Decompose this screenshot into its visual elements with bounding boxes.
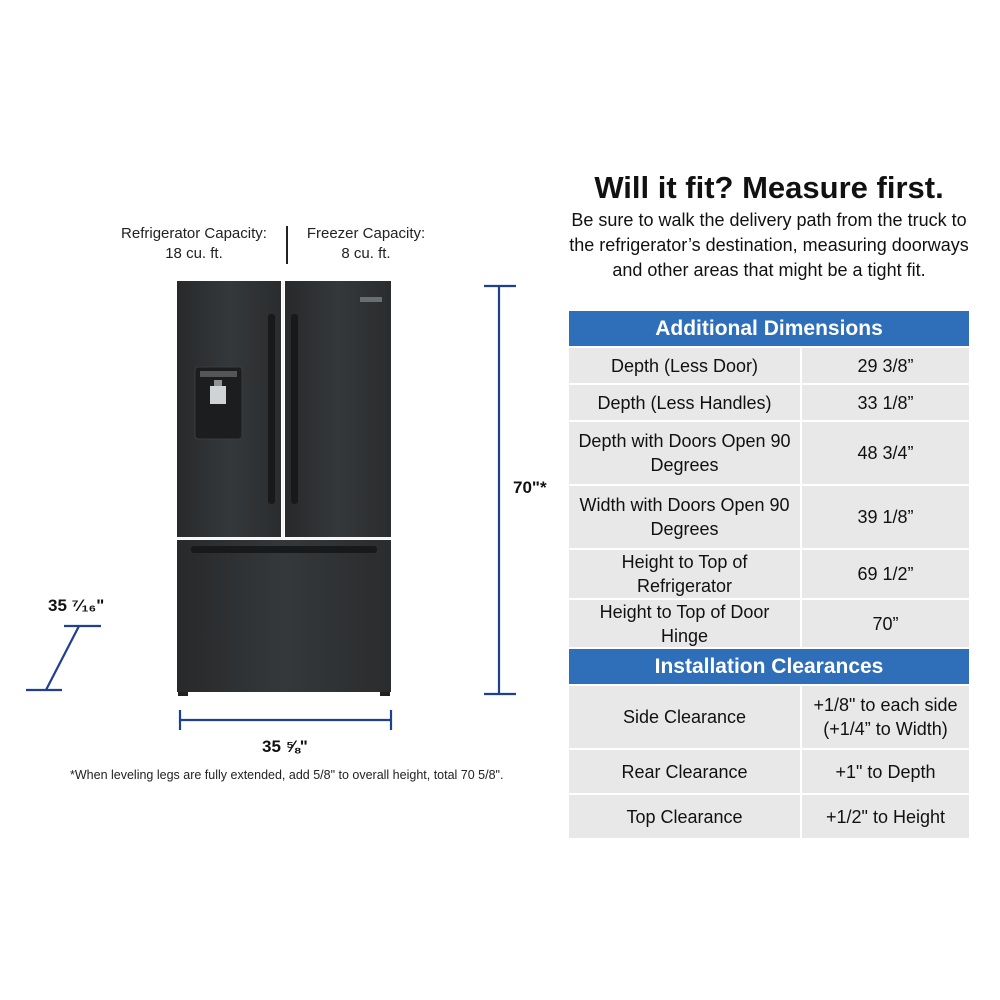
width-dimension-line xyxy=(178,710,393,730)
row-value: 33 1/8” xyxy=(857,392,914,413)
dispenser-panel xyxy=(200,371,237,377)
right-door xyxy=(285,281,391,537)
dispenser-nozzle xyxy=(214,380,222,386)
table-row: Height to Top of Door Hinge 70” xyxy=(569,598,969,647)
left-door-handle xyxy=(268,314,275,504)
row-label: Height to Top of Refrigerator xyxy=(569,550,802,598)
row-value: 48 3/4” xyxy=(857,443,914,463)
brand-plate xyxy=(360,297,382,302)
foot-left xyxy=(178,692,188,696)
row-value: 69 1/2” xyxy=(857,564,914,584)
row-value: 39 1/8” xyxy=(857,507,914,527)
row-value: 29 3/8” xyxy=(857,355,914,376)
refrigerator-capacity-value: 18 cu. ft. xyxy=(165,245,223,262)
table-row: Depth with Doors Open 90 Degrees 48 3/4” xyxy=(569,420,969,484)
depth-value: 35 ⁷⁄₁₆" xyxy=(48,596,105,615)
row-label: Depth with Doors Open 90 Degrees xyxy=(569,422,802,484)
refrigerator-capacity-label: Refrigerator Capacity: xyxy=(121,225,267,242)
height-dimension-line xyxy=(484,284,516,696)
row-label: Width with Doors Open 90 Degrees xyxy=(569,486,802,548)
row-value: 70” xyxy=(872,613,899,634)
width-value: 35 ⅝" xyxy=(262,737,308,756)
table-row: Rear Clearance +1" to Depth xyxy=(569,748,969,793)
capacity-divider xyxy=(286,226,288,264)
table-row: Depth (Less Door) 29 3/8” xyxy=(569,346,969,383)
depth-dimension-line xyxy=(26,624,101,692)
intro-text: Be sure to walk the delivery path from t… xyxy=(569,210,969,280)
row-label: Depth (Less Handles) xyxy=(569,385,802,420)
row-label: Top Clearance xyxy=(569,795,802,838)
row-label: Depth (Less Door) xyxy=(569,348,802,383)
freezer-drawer xyxy=(177,540,391,692)
additional-dimensions-header: Additional Dimensions xyxy=(569,311,969,346)
row-label: Rear Clearance xyxy=(569,750,802,793)
height-value: 70"* xyxy=(513,478,547,497)
row-value: +1/8" to each side (+1/4” to Width) xyxy=(813,695,958,739)
headline: Will it fit? Measure first. xyxy=(594,170,944,205)
installation-clearances-header: Installation Clearances xyxy=(569,649,969,684)
dispenser-light xyxy=(210,386,226,404)
refrigerator-capacity: Refrigerator Capacity: 18 cu. ft. xyxy=(108,224,280,264)
footnote: *When leveling legs are fully extended, … xyxy=(70,768,504,782)
right-door-handle xyxy=(291,314,298,504)
row-label: Height to Top of Door Hinge xyxy=(569,600,802,647)
table-row: Side Clearance +1/8" to each side (+1/4”… xyxy=(569,684,969,748)
row-value: +1" to Depth xyxy=(835,761,936,782)
freezer-capacity-value: 8 cu. ft. xyxy=(341,245,391,262)
table-row: Height to Top of Refrigerator 69 1/2” xyxy=(569,548,969,598)
table-row: Top Clearance +1/2" to Height xyxy=(569,793,969,838)
additional-dimensions-table: Additional Dimensions Depth (Less Door) … xyxy=(569,311,969,647)
freezer-capacity: Freezer Capacity: 8 cu. ft. xyxy=(296,224,436,264)
table-row: Width with Doors Open 90 Degrees 39 1/8” xyxy=(569,484,969,548)
foot-right xyxy=(380,692,390,696)
row-value: +1/2" to Height xyxy=(826,806,945,827)
installation-clearances-table: Installation Clearances Side Clearance +… xyxy=(569,649,969,838)
row-label: Side Clearance xyxy=(569,686,802,748)
freezer-capacity-label: Freezer Capacity: xyxy=(306,225,426,242)
drawer-handle xyxy=(191,546,377,553)
table-row: Depth (Less Handles) 33 1/8” xyxy=(569,383,969,420)
